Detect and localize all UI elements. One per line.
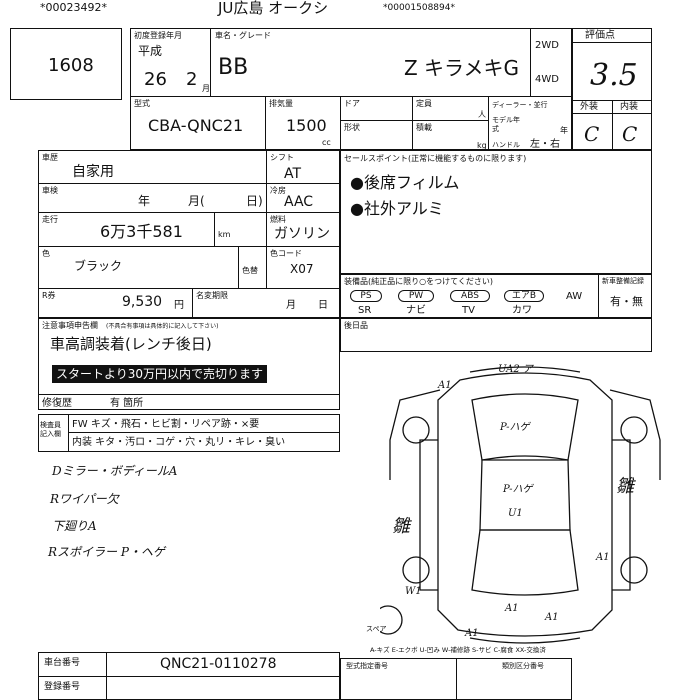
vehicle-info-grid (38, 150, 340, 318)
mark-front-left: A1 (438, 380, 452, 391)
registration-label: 初度登録年月 (134, 31, 182, 40)
top-block (130, 28, 572, 150)
mark-rear-2: A1 (465, 628, 479, 639)
auction-name: JU広島 オークシ (218, 0, 329, 17)
handwritten-note-4: Rスポイラー P・ヘゲ (48, 545, 165, 559)
handwritten-note-3: 下廻りA (52, 519, 97, 533)
fuel-type: ガソリン (274, 226, 330, 242)
mark-bonnet: P-ハゲ (500, 422, 530, 433)
mark-rear-1: A1 (505, 603, 519, 614)
sales-points-box (340, 150, 652, 274)
notes-box (38, 318, 340, 410)
sales-points-label: セールスポイント(正常に機能するものに限ります) (344, 154, 527, 163)
shift-type: AT (284, 166, 302, 182)
inspector-interior-row: 内装 キタ・汚ロ・コゲ・穴・丸リ・キレ・臭い (72, 437, 286, 448)
wheel-front-right (620, 416, 648, 444)
sales-point-2: ●社外アルミ (350, 199, 444, 218)
displacement: 1500 (286, 116, 327, 135)
left-side (419, 439, 438, 591)
damage-legend: A-キズ E-エクボ U-凹み W-補修跡 S-サビ C-腐食 XX-交換済 (370, 646, 546, 654)
mark-roof-u: U1 (508, 508, 523, 519)
lot-box (10, 28, 122, 100)
drive-2wd: 2WD (535, 40, 559, 51)
notes-main: 車高調装着(レンチ後日) (50, 335, 212, 353)
wheel-rear-right (620, 556, 648, 584)
spare-tire (380, 605, 403, 635)
mark-rear-left: W1 (405, 586, 422, 597)
mark-rear-3: A1 (545, 612, 559, 623)
registration-month: 2 (186, 69, 198, 90)
rear-windshield (471, 529, 579, 596)
right-side (612, 439, 631, 591)
model-label: 車名・グレード (215, 31, 271, 40)
equipment-label: 装備品(純正品に限り○をつけてください) (344, 277, 493, 286)
equipment-box (340, 274, 652, 318)
recycle-fee: 9,530 (122, 294, 163, 310)
body-color: ブラック (74, 259, 123, 273)
drive-4wd: 4WD (535, 74, 559, 85)
mark-roof: P-ハゲ (503, 484, 533, 495)
front-windshield (471, 393, 579, 461)
side-view-right (609, 389, 661, 480)
lot-number: 1608 (48, 55, 94, 76)
repair-history: 有 箇所 (110, 398, 144, 409)
car-diagram (380, 366, 661, 644)
model-type: CBA-QNC21 (148, 116, 244, 135)
side-text-left: 雛 (392, 516, 410, 537)
roof (479, 459, 571, 531)
score-label: 評価点 (585, 30, 615, 41)
score-value: 3.5 (590, 58, 638, 93)
front-bumper (469, 366, 581, 373)
after-items-box (340, 318, 652, 352)
rear-bumper (469, 637, 581, 644)
new-car-warranty: 有・無 (610, 295, 643, 308)
registration-year: 26 (144, 69, 167, 90)
barcode-right: *00001508894* (383, 3, 455, 13)
mark-front: UA2 ア (498, 364, 533, 375)
handwritten-note-2: Rワイパー欠 (50, 492, 119, 506)
side-view-left (389, 389, 441, 480)
model-grade: Z キラメキG (404, 56, 519, 80)
sales-point-1: ●後席フィルム (350, 173, 460, 192)
barcode-left: *00023492* (40, 1, 107, 14)
chassis-number: QNC21-0110278 (160, 656, 277, 672)
wheel-front-left (402, 416, 430, 444)
registration-era: 平成 (138, 44, 163, 58)
sale-banner: スタートより30万円以内で売切ります (52, 365, 268, 383)
aircon-type: AAC (284, 194, 314, 210)
inspector-exterior-row: FW キズ・飛石・ヒビ割・リペア跡・×要 (72, 419, 260, 430)
spare-label: スペア (366, 625, 387, 633)
mark-right-side: A1 (596, 552, 610, 563)
car-body-outline (437, 372, 613, 637)
side-text-right: 雛 (616, 476, 634, 497)
interior-grade: C (622, 122, 638, 146)
usage-type: 自家用 (72, 164, 114, 180)
exterior-grade: C (584, 122, 600, 146)
model-name: BB (218, 55, 249, 80)
mileage: 6万3千581 (100, 222, 183, 241)
inspector-box (38, 414, 340, 452)
handwritten-note-1: Dミラー・ボディールA (52, 464, 178, 478)
color-code: X07 (290, 262, 314, 276)
wheel-rear-left (402, 556, 430, 584)
